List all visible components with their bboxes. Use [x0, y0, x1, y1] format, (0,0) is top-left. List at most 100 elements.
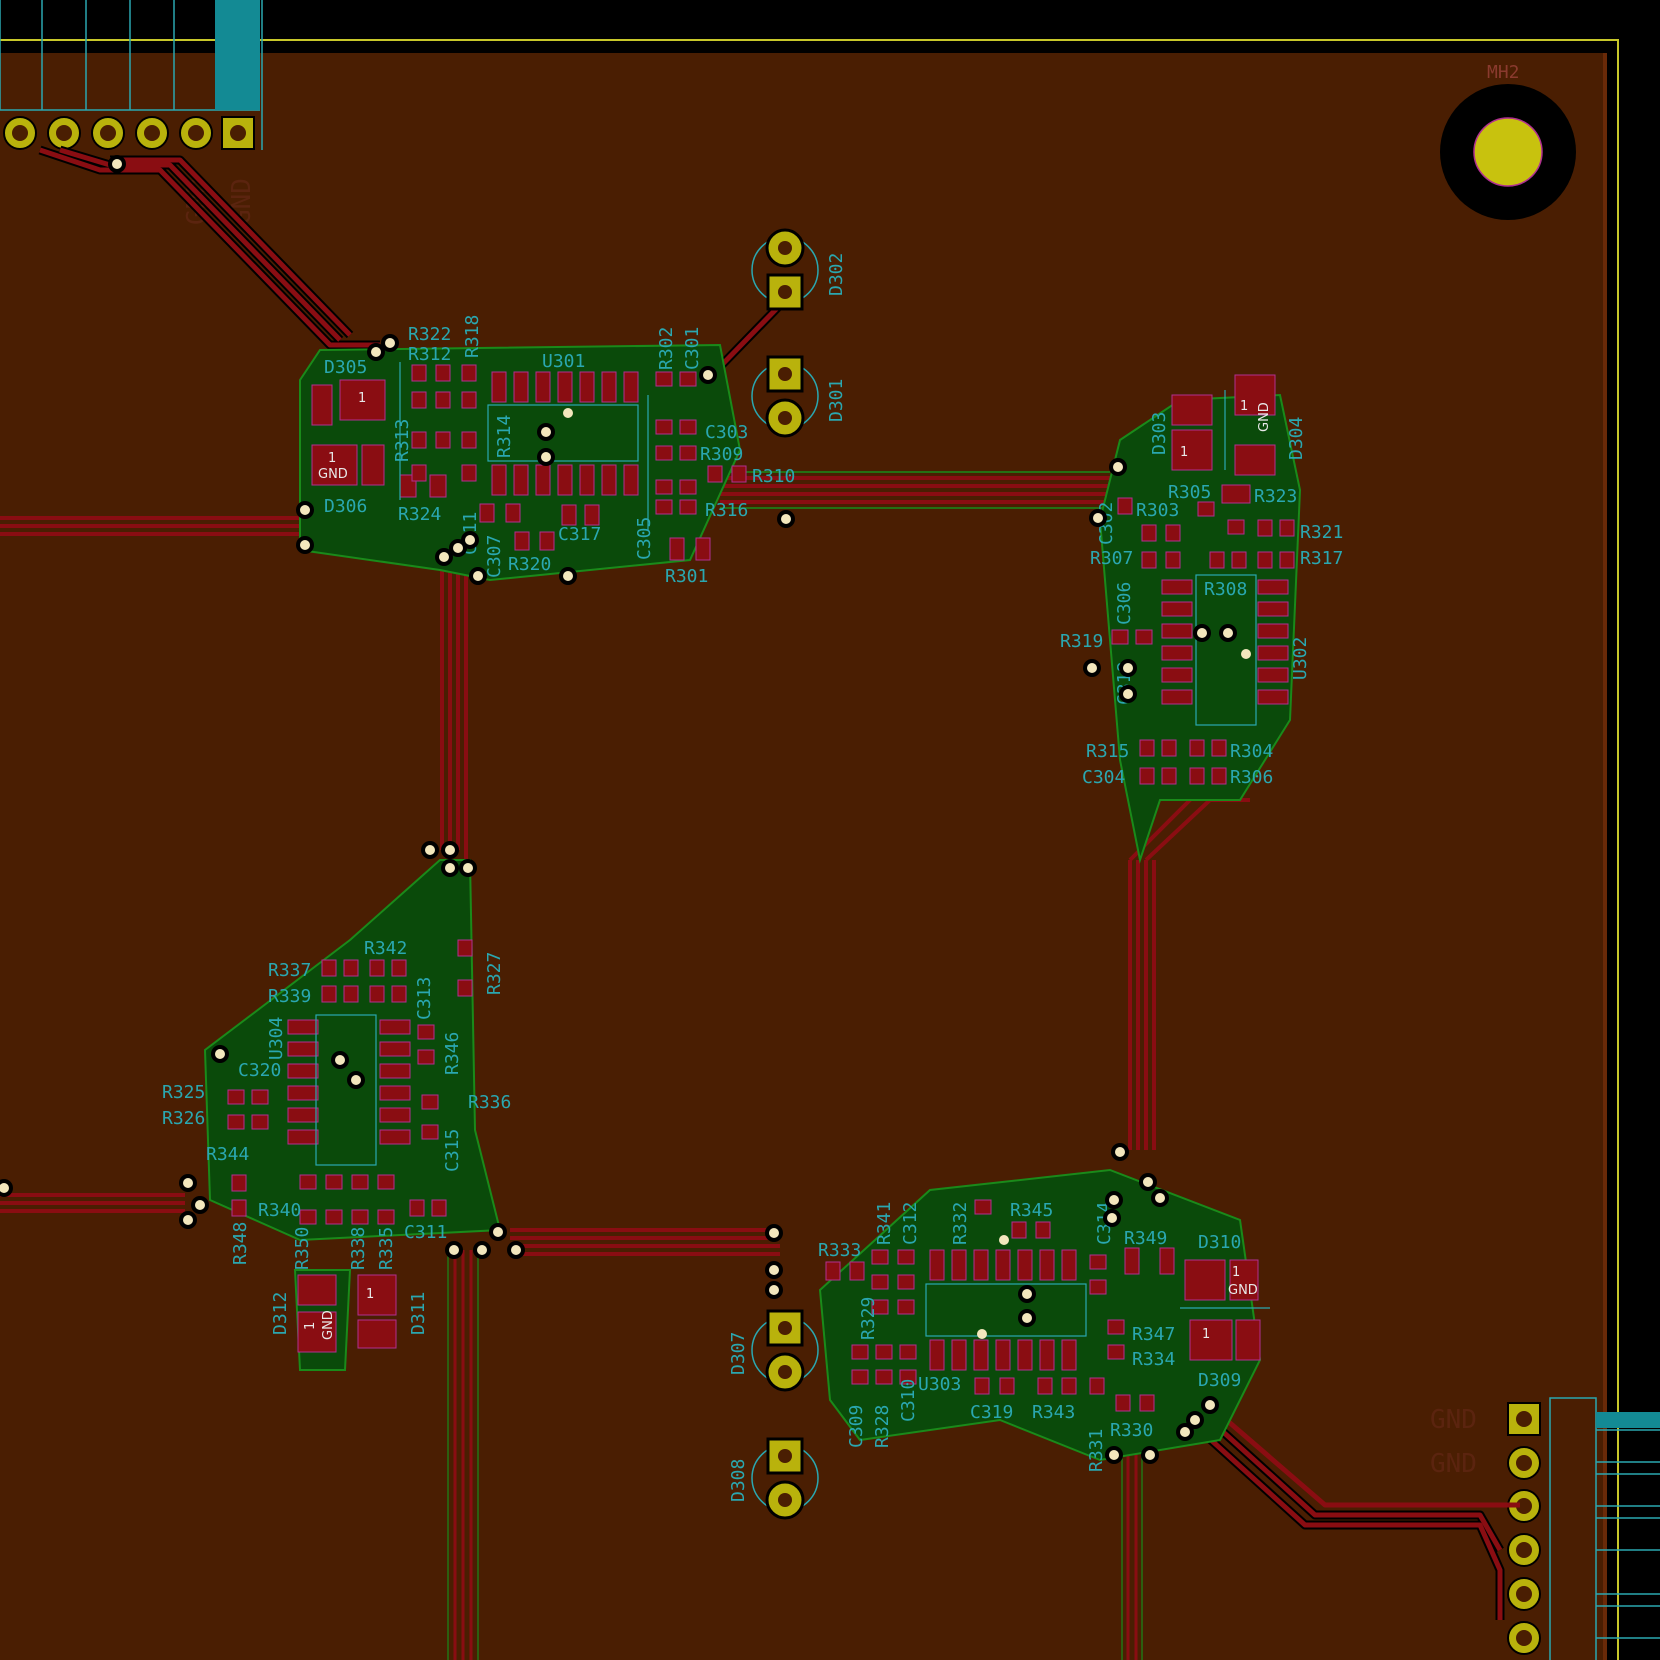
ref-R337: R337 — [268, 960, 311, 981]
ref-R317: R317 — [1300, 548, 1343, 569]
board-fill — [0, 53, 1605, 1660]
ref-R308: R308 — [1204, 579, 1247, 600]
via-icon — [0, 155, 1251, 1464]
ref-R342: R342 — [364, 938, 407, 959]
component-group-top-right[interactable]: 1 GND 1 D303 D304 R305 R323 R303 R321 R3… — [1060, 374, 1343, 788]
ref-R307: R307 — [1090, 548, 1133, 569]
ref-C304: C304 — [1082, 767, 1125, 788]
header-pads — [1507, 1402, 1541, 1655]
ref-R305: R305 — [1168, 482, 1211, 503]
ghost-label-gnd: GND — [1430, 1405, 1477, 1435]
svg-text:GND: GND — [321, 1310, 336, 1340]
tracks — [0, 145, 1520, 1660]
ref-R340: R340 — [258, 1200, 301, 1221]
ref-U304: U304 — [266, 1017, 287, 1060]
ref-D310: D310 — [1198, 1232, 1241, 1253]
ref-C320: C320 — [238, 1060, 281, 1081]
ref-R302: R302 — [656, 327, 677, 370]
ref-R338: R338 — [348, 1227, 369, 1270]
ref-D311: D311 — [408, 1292, 429, 1335]
ref-R324: R324 — [398, 504, 441, 525]
ref-R323: R323 — [1254, 486, 1297, 507]
mounting-hole-icon[interactable]: MH2 — [1440, 62, 1576, 220]
ref-R312: R312 — [408, 344, 451, 365]
ref-C317: C317 — [558, 524, 601, 545]
ref-R326: R326 — [162, 1108, 205, 1129]
ref-D306: D306 — [324, 496, 367, 517]
ref-C312: C312 — [900, 1202, 921, 1245]
ref-R350: R350 — [292, 1227, 313, 1270]
component-group-bottom-left[interactable]: 1 GND 1 R337 R342 R339 C313 U304 R327 C3… — [162, 938, 511, 1353]
ref-R322: R322 — [408, 324, 451, 345]
ref-R313: R313 — [392, 419, 413, 462]
header-pads — [3, 116, 255, 150]
ref-R344: R344 — [206, 1144, 249, 1165]
ref-R336: R336 — [468, 1092, 511, 1113]
ref-R327: R327 — [484, 952, 505, 995]
component-group-bottom-right[interactable]: 1 GND 1 R333 R341 C312 R332 R345 C314 R3… — [728, 1199, 1270, 1502]
ref-R301: R301 — [665, 566, 708, 587]
ref-R304: R304 — [1230, 741, 1273, 762]
ref-R329: R329 — [858, 1297, 879, 1340]
ref-C313: C313 — [414, 977, 435, 1020]
ref-D307: D307 — [728, 1332, 749, 1375]
ref-R325: R325 — [162, 1082, 205, 1103]
ref-C306: C306 — [1114, 582, 1135, 625]
ref-D304: D304 — [1286, 417, 1307, 460]
svg-text:GND: GND — [1257, 402, 1272, 432]
ref-R334: R334 — [1132, 1349, 1175, 1370]
ref-R310: R310 — [752, 466, 795, 487]
svg-text:1: 1 — [1240, 399, 1248, 414]
ref-D309: D309 — [1198, 1370, 1241, 1391]
led-footprint-icon[interactable]: D302 — [751, 228, 847, 311]
svg-text:1: 1 — [366, 1287, 374, 1302]
pin-header-top[interactable] — [0, 0, 263, 150]
ref-D312: D312 — [270, 1292, 291, 1335]
ref-C301: C301 — [682, 327, 703, 370]
ref-C309: C309 — [846, 1405, 867, 1448]
board-edge-outline — [0, 39, 1619, 1660]
ref-R319: R319 — [1060, 631, 1103, 652]
ref-C305: C305 — [634, 517, 655, 560]
ref-R331: R331 — [1086, 1429, 1107, 1472]
svg-text:1: 1 — [1232, 1265, 1240, 1280]
led-footprint-icon[interactable] — [751, 1437, 819, 1520]
led-footprint-icon[interactable] — [751, 1309, 819, 1392]
mounting-hole-ref: MH2 — [1487, 62, 1520, 83]
ref-R303: R303 — [1136, 500, 1179, 521]
component-group-top-left[interactable]: 1 1 GND R322 R312 R318 D305 R313 R314 U3… — [311, 315, 795, 587]
ref-R349: R349 — [1124, 1228, 1167, 1249]
ref-D302: D302 — [826, 253, 847, 296]
ref-R335: R335 — [376, 1227, 397, 1270]
ref-C319: C319 — [970, 1402, 1013, 1423]
ref-R346: R346 — [442, 1032, 463, 1075]
header-body — [215, 0, 260, 110]
ref-R348: R348 — [230, 1222, 251, 1265]
ref-R347: R347 — [1132, 1324, 1175, 1345]
ref-D305: D305 — [324, 357, 367, 378]
ref-R320: R320 — [508, 554, 551, 575]
ref-C310: C310 — [898, 1379, 919, 1422]
svg-text:GND: GND — [318, 467, 348, 482]
ref-C315: C315 — [442, 1129, 463, 1172]
svg-text:GND: GND — [1228, 1283, 1258, 1298]
ref-R318: R318 — [462, 315, 483, 358]
ref-R321: R321 — [1300, 522, 1343, 543]
copper-zones — [203, 343, 1302, 1462]
svg-text:1: 1 — [1202, 1327, 1210, 1342]
ref-U302: U302 — [1290, 637, 1311, 680]
ref-R343: R343 — [1032, 1402, 1075, 1423]
ref-D308: D308 — [728, 1459, 749, 1502]
ghost-label-gnd: GND — [1430, 1449, 1477, 1479]
ref-U301: U301 — [542, 351, 585, 372]
led-footprint-icon[interactable]: D301 — [751, 355, 847, 438]
ref-R316: R316 — [705, 500, 748, 521]
ref-R332: R332 — [950, 1202, 971, 1245]
ref-U303: U303 — [918, 1374, 961, 1395]
pin-header-bottom[interactable] — [1507, 1397, 1660, 1660]
svg-text:1: 1 — [303, 1322, 318, 1330]
ref-R315: R315 — [1086, 741, 1129, 762]
ref-C303: C303 — [705, 422, 748, 443]
ref-R345: R345 — [1010, 1200, 1053, 1221]
